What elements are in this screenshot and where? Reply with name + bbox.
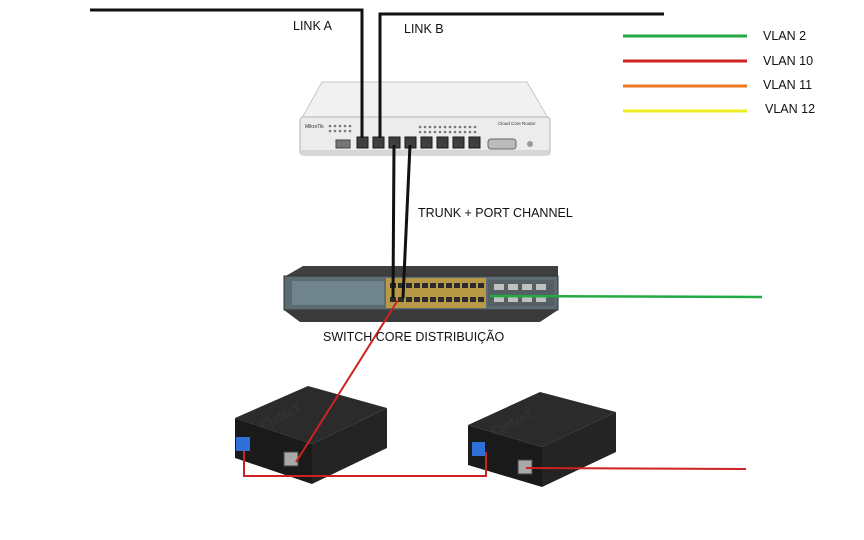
media-converter-2: CjeNeT: [468, 392, 616, 487]
router-ethernet-ports: [356, 136, 481, 149]
legend: VLAN 2 VLAN 10 VLAN 11 VLAN 12: [623, 29, 815, 116]
core-switch: [283, 266, 559, 322]
converter-1-front: [235, 418, 312, 484]
converter-2-top: [468, 392, 616, 447]
switch-uplink-ports: [494, 284, 546, 302]
vlan2-uplink-cable: [489, 294, 763, 299]
legend-label-vlan-11: VLAN 11: [763, 78, 812, 92]
switch-front-panel: [292, 281, 384, 305]
converter-1-side: [312, 408, 387, 484]
link-b-cable: [378, 12, 664, 138]
converter-1-top: [235, 386, 387, 444]
trunk-cable-2: [401, 144, 412, 299]
trunk-cable-1: [391, 144, 396, 299]
switch-ports: [390, 283, 484, 302]
switch-uplink-block: [488, 280, 554, 306]
link-b-label: LINK B: [404, 22, 444, 36]
converter-1-rj45-port: [283, 451, 299, 467]
legend-label-vlan-2: VLAN 2: [763, 29, 806, 43]
router-reset-button: [527, 141, 533, 147]
switch-port-block: [386, 278, 486, 308]
router-sfp-port: [335, 139, 351, 149]
converter-2-fiber-port: [472, 442, 485, 456]
switch-to-converter-cable: [295, 299, 399, 463]
router-model-label: Cloud Core Router: [498, 121, 536, 126]
legend-label-vlan-12: VLAN 12: [765, 102, 815, 116]
converter-2-rj45-port: [517, 459, 533, 475]
media-converter-1: CjeNeT: [235, 386, 387, 484]
legend-label-vlan-10: VLAN 10: [763, 54, 813, 68]
trunk-label: TRUNK + PORT CHANNEL: [418, 206, 573, 220]
converter-2-output-cable: [525, 467, 747, 470]
converter-1-fiber-port: [236, 437, 250, 451]
router-brand-logo: MikroTik: [305, 124, 324, 130]
link-a-label: LINK A: [293, 19, 333, 33]
link-a-cable: [90, 8, 364, 138]
switch-label: SWITCH CORE DISTRIBUIÇÃO: [323, 330, 505, 344]
core-router: MikroTik Cloud Core Router: [299, 81, 551, 156]
fiber-link-cable: [243, 451, 487, 477]
router-console-port: [487, 138, 517, 150]
